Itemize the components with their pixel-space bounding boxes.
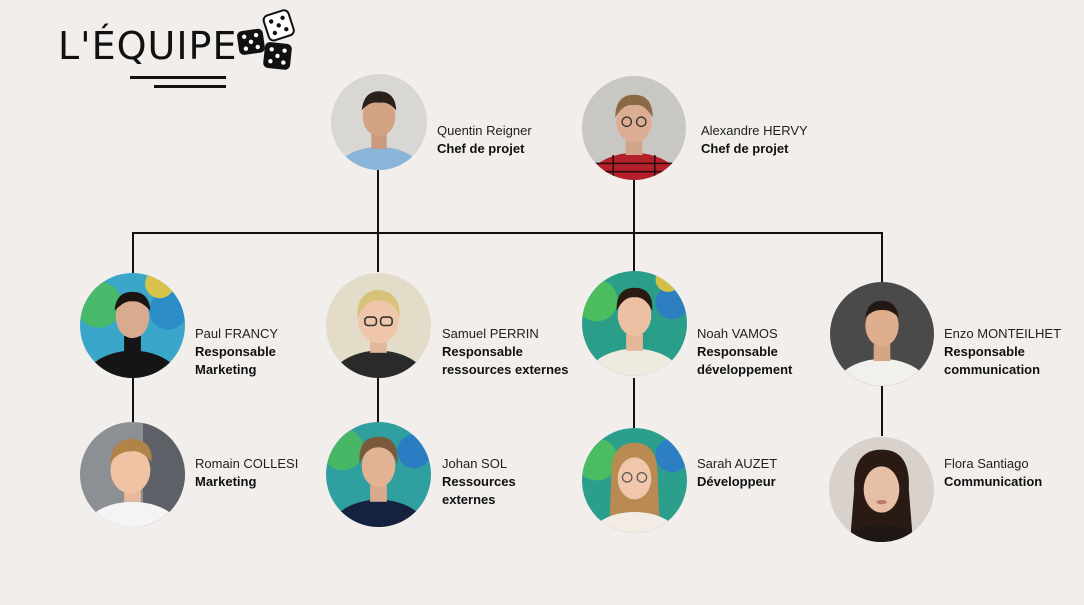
member-info-sarah: Sarah AUZET Développeur [697, 455, 777, 491]
avatar-flora-santiago [829, 437, 934, 542]
member-info-romain: Romain COLLESI Marketing [195, 455, 298, 491]
member-name: Quentin Reigner [437, 123, 532, 138]
title-underline [130, 76, 226, 79]
member-info-enzo: Enzo MONTEILHET Responsable communicatio… [944, 325, 1069, 379]
member-role: Chef de projet [437, 141, 525, 156]
member-name: Alexandre HERVY [701, 123, 808, 138]
member-info-samuel: Samuel PERRIN Responsable ressources ext… [442, 325, 592, 379]
avatar-alexandre-hervy [582, 76, 686, 180]
avatar-sarah-auzet [582, 428, 687, 533]
member-name: Romain COLLESI [195, 456, 299, 471]
member-info-flora: Flora Santiago Communication [944, 455, 1042, 491]
member-name: Flora Santiago [944, 456, 1029, 471]
avatar-enzo-monteilhet [830, 282, 934, 386]
member-info-johan: Johan SOL Ressources externes [442, 455, 542, 509]
page-title: L'ÉQUIPE [58, 24, 238, 68]
member-name: Enzo MONTEILHET [944, 326, 1062, 341]
member-name: Samuel PERRIN [442, 326, 539, 341]
member-role: Ressources externes [442, 474, 516, 507]
avatar-romain-collesi [80, 422, 185, 527]
member-info-paul: Paul FRANCY Responsable Marketing [195, 325, 305, 379]
member-role: Responsable Marketing [195, 344, 276, 377]
member-role: Responsable ressources externes [442, 344, 569, 377]
avatar-quentin-reigner [331, 74, 427, 170]
avatar-samuel-perrin [326, 273, 431, 378]
member-name: Sarah AUZET [697, 456, 778, 471]
member-info-noah: Noah VAMOS Responsable développement [697, 325, 817, 379]
member-info-quentin: Quentin Reigner Chef de projet [437, 122, 532, 158]
member-role: Responsable développement [697, 344, 793, 377]
member-info-alexandre: Alexandre HERVY Chef de projet [701, 122, 808, 158]
avatar-noah-vamos [582, 271, 687, 376]
avatar-paul-francy [80, 273, 185, 378]
member-role: Développeur [697, 474, 776, 489]
dice-icon [237, 9, 295, 70]
member-role: Responsable communication [944, 344, 1041, 377]
member-name: Noah VAMOS [697, 326, 778, 341]
avatar-johan-sol [326, 422, 431, 527]
member-role: Marketing [195, 474, 257, 489]
title-underline-short [154, 85, 226, 88]
member-role: Communication [944, 474, 1043, 489]
member-role: Chef de projet [701, 141, 789, 156]
member-name: Johan SOL [442, 456, 508, 471]
member-name: Paul FRANCY [195, 326, 279, 341]
